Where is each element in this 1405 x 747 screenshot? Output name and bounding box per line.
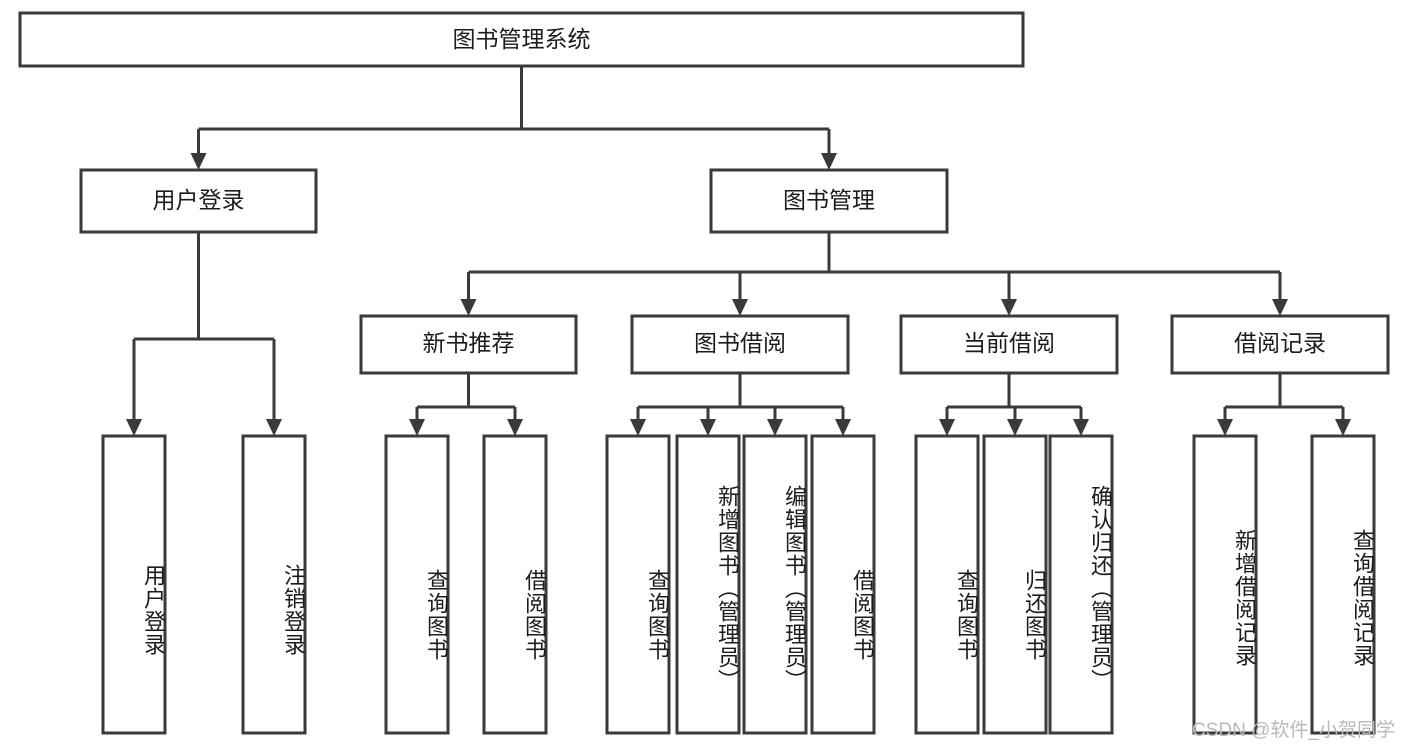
leaf-box-query-book-2[interactable] [605, 434, 671, 735]
leaf-box-query-book-1[interactable] [384, 434, 450, 735]
node-root[interactable]: 图书管理系统 [18, 11, 1025, 68]
node-book-borrow-label: 图书借阅 [694, 330, 786, 356]
leaf-box-add-book[interactable] [675, 434, 741, 735]
csdn-watermark: CSDN @软件_小贺同学 [1192, 720, 1395, 741]
leaf-box-user-logout[interactable] [241, 434, 307, 735]
node-root-label: 图书管理系统 [453, 26, 591, 52]
leaf-box-query-book-3[interactable] [914, 434, 980, 735]
node-book-manage-label: 图书管理 [783, 187, 875, 213]
connector-borrowrecord-to-leaves [1217, 373, 1351, 436]
node-book-borrow[interactable]: 图书借阅 [630, 314, 850, 375]
leaf-box-edit-book[interactable] [742, 434, 808, 735]
leaf-boxes [101, 434, 1376, 735]
leaf-box-query-record[interactable] [1310, 434, 1376, 735]
leaf-box-return-book[interactable] [982, 434, 1048, 735]
node-borrow-record[interactable]: 借阅记录 [1170, 314, 1390, 375]
connector-bookmanage-to-level3 [460, 232, 1288, 316]
connector-currentborrow-to-leaves [939, 373, 1089, 436]
node-book-manage[interactable]: 图书管理 [709, 168, 949, 234]
node-current-borrow-label: 当前借阅 [963, 330, 1055, 356]
connector-newbook-to-leaves [409, 373, 523, 436]
connector-userlogin-to-leaves [126, 232, 282, 436]
leaf-box-add-record[interactable] [1192, 434, 1258, 735]
leaf-box-borrow-book-2[interactable] [810, 434, 876, 735]
connector-root-to-level2 [190, 66, 837, 170]
node-borrow-record-label: 借阅记录 [1234, 330, 1326, 356]
connector-bookborrow-to-leaves [630, 373, 851, 436]
node-new-book-rec-label: 新书推荐 [423, 330, 515, 356]
leaf-box-borrow-book-1[interactable] [482, 434, 548, 735]
node-new-book-rec[interactable]: 新书推荐 [359, 314, 578, 375]
leaf-box-user-login[interactable] [101, 434, 167, 735]
node-current-borrow[interactable]: 当前借阅 [899, 314, 1119, 375]
node-user-login-label: 用户登录 [153, 187, 245, 213]
leaf-box-confirm-return[interactable] [1048, 434, 1114, 735]
node-user-login[interactable]: 用户登录 [79, 168, 318, 234]
